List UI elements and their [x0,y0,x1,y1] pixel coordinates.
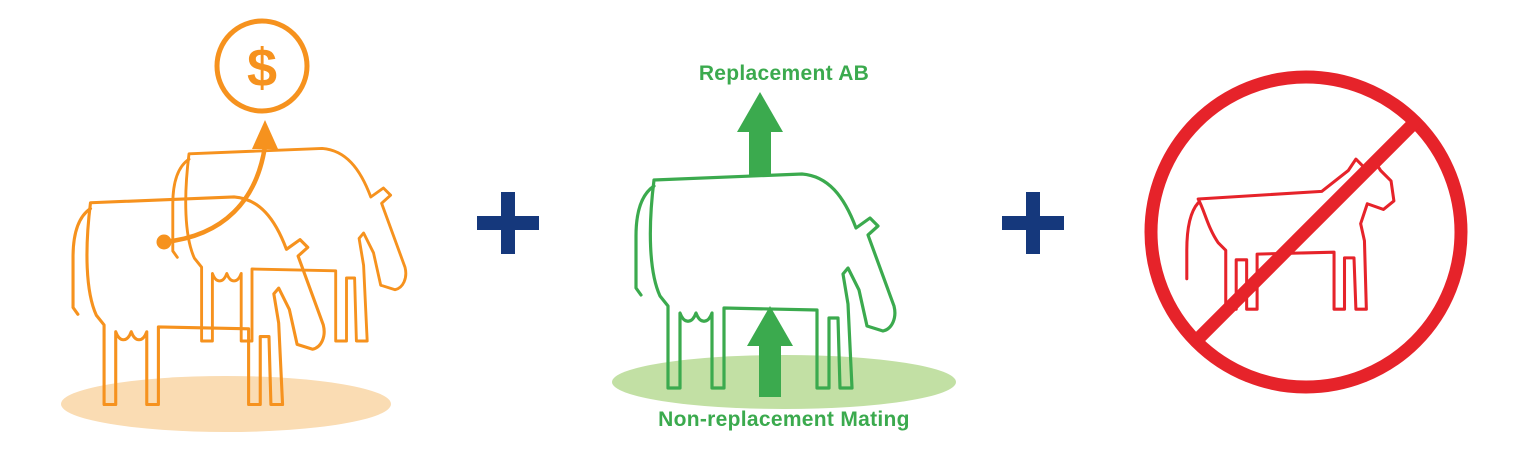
plus-icon [477,192,539,254]
bull-tail-outline [1185,201,1200,281]
arrow-curve [161,143,268,245]
no-bull-group [1144,70,1468,394]
arrow-head [252,120,278,149]
cow-pair-group [71,146,408,407]
up-arrow-icon [747,306,793,397]
arrow-origin-dot [156,234,172,250]
replacement-strategy-illustration: Replacement AB Non-replacement Mating [612,62,956,431]
arrow-shaft [759,345,781,397]
bull-body-outline [1196,157,1396,311]
cow-outline-icon [634,172,897,390]
bull-outline-icon [1185,157,1396,311]
bull-outline-group [1185,157,1396,311]
plus-horizontal-bar [1002,216,1064,230]
cow-tail-outline [171,157,191,259]
prohibition-slash-icon [1189,115,1422,348]
dollar-coin-icon: $ [214,18,310,114]
back-cow-outline-icon [171,146,408,343]
cow-outline-group [634,172,897,390]
curved-value-arrow-icon [156,120,278,250]
ground-shadow-ellipse [61,376,391,432]
arrow-head [737,92,783,132]
plus-bars [477,192,539,254]
arrow-ends [156,120,278,250]
non-replacement-mating-label: Non-replacement Mating [658,408,910,431]
cow-body-outline [184,146,408,343]
coin-circle [214,18,310,114]
up-arrows-group [737,92,793,397]
herd-value-illustration: $ [61,18,408,432]
front-cow-outline-icon [71,195,326,407]
cow-body-outline [85,195,326,407]
cow-tail-outline [71,207,93,316]
prohibition-circle-icon [1144,70,1468,394]
plus-horizontal-bar [477,216,539,230]
ground-shadow-ellipse [612,355,956,409]
up-arrow-icon [737,92,783,176]
plus-icon [1002,192,1064,254]
dollar-symbol: $ [247,38,277,98]
replacement-ab-label: Replacement AB [699,62,869,85]
no-bull-illustration [1144,70,1468,394]
plus-bars [1002,192,1064,254]
cow-body-outline [648,172,897,390]
arrow-shaft [749,131,771,176]
cow-tail-outline [634,184,656,297]
arrow-head [747,306,793,346]
